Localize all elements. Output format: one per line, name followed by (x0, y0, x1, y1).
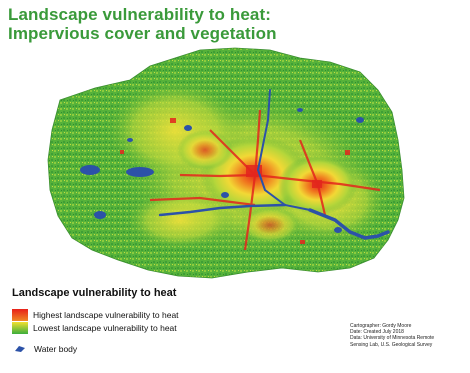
map-title-line1: Landscape vulnerability to heat: (8, 5, 271, 24)
legend: Landscape vulnerability to heat Highest … (8, 279, 278, 369)
legend-label-high: Highest landscape vulnerability to heat (33, 310, 179, 320)
water-bodies (80, 108, 364, 233)
legend-swatch-low (12, 322, 28, 334)
credit-date: Date: Created July 2018 (350, 329, 404, 336)
legend-item-water: Water body (12, 344, 77, 354)
land-cover-layer (48, 48, 404, 278)
legend-title: Landscape vulnerability to heat (12, 287, 177, 299)
legend-item-high: Highest landscape vulnerability to heat (12, 309, 179, 321)
legend-label-water: Water body (34, 344, 78, 354)
legend-label-low: Lowest landscape vulnerability to heat (33, 323, 177, 333)
legend-item-low: Lowest landscape vulnerability to heat (12, 322, 177, 334)
credit-data-line1: Data: University of Minnesota Remote (350, 335, 435, 342)
legend-swatch-high (12, 309, 28, 321)
credit-cartographer: Cartographer: Gordy Moore (350, 323, 412, 329)
map-credits: Cartographer: Gordy Moore Date: Created … (350, 323, 468, 348)
rivers (158, 89, 390, 240)
credit-data-line2: Sensing Lab, U.S. Geological Survey (350, 341, 433, 348)
map-title-line2: Impervious cover and vegetation (8, 24, 277, 43)
water-swatch-icon (15, 346, 25, 352)
map-title: Landscape vulnerability to heat: Impervi… (8, 5, 388, 43)
